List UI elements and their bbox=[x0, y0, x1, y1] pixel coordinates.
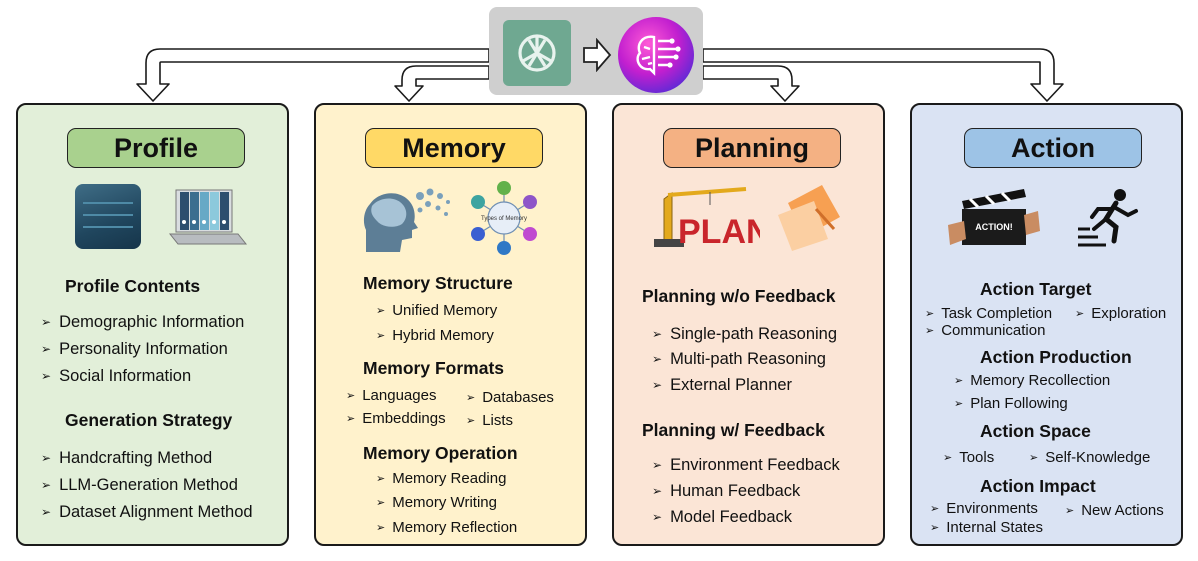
list-item: Memory Recollection bbox=[954, 372, 1110, 389]
list-item: Memory Writing bbox=[376, 494, 497, 511]
memory-formats-heading: Memory Formats bbox=[363, 358, 505, 378]
list-item: Personality Information bbox=[41, 340, 228, 359]
list-item: Dataset Alignment Method bbox=[41, 503, 253, 522]
head-brain-icon bbox=[363, 188, 450, 252]
arrow-to-profile bbox=[136, 48, 490, 102]
list-item: Environment Feedback bbox=[652, 456, 840, 475]
paper-notes-icon bbox=[778, 185, 840, 251]
profile-panel: Profile Profile Contents Demographic Inf… bbox=[16, 103, 289, 546]
arrow-to-memory bbox=[394, 65, 490, 102]
action-production-heading: Action Production bbox=[980, 347, 1132, 367]
generation-strategy-heading: Generation Strategy bbox=[65, 410, 233, 430]
list-item: Task Completion bbox=[925, 305, 1052, 322]
list-item: Environments bbox=[930, 500, 1038, 517]
right-arrow-icon bbox=[583, 38, 612, 72]
list-item: Social Information bbox=[41, 367, 191, 386]
types-of-memory-label: Types of Memory bbox=[481, 216, 527, 222]
list-item: Demographic Information bbox=[41, 313, 244, 332]
arrow-to-planning bbox=[702, 65, 800, 102]
memory-panel: Memory Types of Memory Memory Structure … bbox=[314, 103, 587, 546]
list-item: Memory Reflection bbox=[376, 519, 517, 536]
profile-contents-heading: Profile Contents bbox=[65, 276, 201, 296]
memory-structure-heading: Memory Structure bbox=[363, 273, 513, 293]
list-item: Lists bbox=[466, 412, 513, 429]
memory-title: Memory bbox=[365, 128, 543, 168]
list-item: Handcrafting Method bbox=[41, 449, 212, 468]
list-item: Single-path Reasoning bbox=[652, 325, 837, 344]
planning-with-feedback-heading: Planning w/ Feedback bbox=[642, 420, 825, 440]
clapper-label: ACTION! bbox=[975, 222, 1013, 232]
action-target-heading: Action Target bbox=[980, 279, 1092, 299]
list-item: Internal States bbox=[930, 519, 1043, 536]
list-item: External Planner bbox=[652, 376, 792, 395]
action-space-heading: Action Space bbox=[980, 421, 1091, 441]
planning-title: Planning bbox=[663, 128, 841, 168]
list-item: Plan Following bbox=[954, 395, 1068, 412]
list-item: Model Feedback bbox=[652, 508, 792, 527]
list-item: Databases bbox=[466, 389, 554, 406]
ai-brain-logo-icon bbox=[618, 17, 694, 93]
crane-plan-icon: PLAN bbox=[654, 187, 760, 249]
action-impact-heading: Action Impact bbox=[980, 476, 1096, 496]
laptop-binders-icon bbox=[168, 189, 248, 245]
types-of-memory-diagram-icon: Types of Memory bbox=[471, 181, 537, 255]
list-item: Memory Reading bbox=[376, 470, 506, 487]
list-item: Exploration bbox=[1075, 305, 1166, 322]
tablet-icon bbox=[75, 184, 141, 249]
list-item: Communication bbox=[925, 322, 1045, 339]
list-item: Embeddings bbox=[346, 410, 445, 427]
running-person-stairs-icon bbox=[1078, 189, 1138, 247]
list-item: Tools bbox=[943, 449, 994, 466]
list-item: Multi-path Reasoning bbox=[652, 350, 826, 369]
list-item: New Actions bbox=[1065, 502, 1164, 519]
planning-without-feedback-heading: Planning w/o Feedback bbox=[642, 286, 836, 306]
list-item: LLM-Generation Method bbox=[41, 476, 238, 495]
clapperboard-icon: ACTION! bbox=[948, 189, 1040, 245]
action-title: Action bbox=[964, 128, 1142, 168]
memory-operation-heading: Memory Operation bbox=[363, 443, 518, 463]
arrow-to-action bbox=[702, 48, 1064, 102]
planning-panel: Planning PLAN Planning w/o Feedback Sing… bbox=[612, 103, 885, 546]
list-item: Languages bbox=[346, 387, 436, 404]
profile-title: Profile bbox=[67, 128, 245, 168]
openai-logo-icon bbox=[503, 20, 571, 86]
plan-label: PLAN bbox=[678, 213, 760, 249]
list-item: Unified Memory bbox=[376, 302, 497, 319]
list-item: Self-Knowledge bbox=[1029, 449, 1150, 466]
action-panel: Action ACTION! Action Target Task Comple… bbox=[910, 103, 1183, 546]
list-item: Human Feedback bbox=[652, 482, 800, 501]
list-item: Hybrid Memory bbox=[376, 327, 494, 344]
